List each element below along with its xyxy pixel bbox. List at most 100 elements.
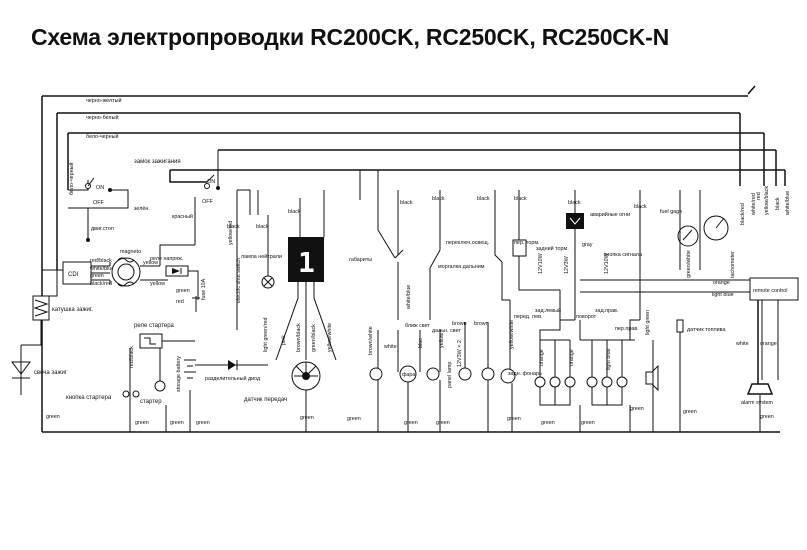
rear-lamp-icon [500,368,516,384]
wire-label-white-2: white [735,341,749,347]
wire-label-red-black-relay: red/black [129,346,135,368]
ground-label-green-3: green [170,420,184,426]
low-beam-label: ближ свет [405,323,430,329]
separating-diode: разделительный диод [195,360,268,382]
brake-lights: brown brown yellow/white 12V3W × 2 panel… [447,300,542,388]
turn-lamp-rear-left-icon [549,376,561,388]
spark-plug-label: свеча зажиг [34,370,68,376]
panel-lamp-2-icon [481,367,495,381]
remote-control-box: remote control white orange [735,277,799,380]
rear-right-label: зад.прав. [595,308,618,314]
wire-label-black-4: black [400,200,413,206]
dimensions-label: габариты [349,257,372,263]
brake-switches: пер. торм. задний торм. black 12V10W 12V… [512,190,610,274]
separating-diode-label: разделительный диод [205,375,261,382]
starter-button: кнопка стартера [66,390,140,401]
cdi-unit: CDI red/black white/blue green black/red [62,258,114,287]
wire-label-pink: pink [281,335,287,345]
horn-button: кнопка сигнала black light green [604,190,659,395]
turns-label: поворот [576,314,597,320]
neutral-lamp: лампа нейтрали black [241,215,282,289]
wire-label-white-red: white/red [751,193,757,216]
engine-stop-label: двиг.стоп [91,226,114,232]
front-left-label: перед. лев. [514,314,542,320]
instrument-wires: black/red white/red red yellow/black bla… [580,186,791,298]
electric-shut-switch-label: electric shut switch [236,258,242,303]
wire-label-yellow-light: yellow [439,333,445,348]
rating-12v10w-1: 12V10W [538,252,544,274]
wire-label-black-1: black [227,224,240,230]
panel-lamp-label: panel lamp [447,362,453,388]
wire-label-white-blue: white/blue [89,266,114,272]
ground-label-green-6: green [507,416,521,422]
wire-label-green-cdi: green [90,273,104,279]
magneto: magneto yellow [111,249,168,287]
wire-label-yellow-white-2: yellow/white [509,320,515,349]
wire-label-green-black: green/black [311,324,317,352]
fuel-sensor-label: датчик топлива [687,327,725,333]
wire-label-yellow-black: yellow/black [764,186,770,215]
rear-left-label: зад.левый [535,307,561,314]
high-beam-toggle-label: переключ.освещ. [446,240,489,246]
wire-label-green-ru: зелён. [134,206,150,212]
alarm-system: alarm system [741,300,774,406]
ground-label-green-7: green [581,420,595,426]
panel-lamp-icon [458,367,472,381]
gear-display: 1 black [275,198,337,361]
front-brake-label: пер. торм. [514,240,540,246]
storage-battery-label: storage battery [176,356,182,392]
wire-label-orange-3: orange [713,280,730,286]
wire-label-brown-1: brown [452,321,467,327]
tachometer: tachometer [703,215,736,278]
wire-label-blue: blue [418,338,424,348]
spark-plug: свеча зажиг [11,345,68,395]
wire-label-brown-2: brown [474,321,489,327]
neutral-lamp-label: лампа нейтрали [241,253,282,260]
wire-label-black-7: black [514,196,527,202]
wire-label-black-red-2: black/red [740,203,746,225]
wire-label-light-blue-turn: light blue [606,348,612,370]
wire-label-brown-white: brown/white [368,326,374,355]
ground-label-green-8: green [630,406,644,412]
wire-label-black-red: black/red [90,281,112,287]
engine-stop-switch: бело-черный ON OFF двиг.стоп зелён. [68,162,150,242]
fuel-gauge: fuel gage green/white [660,209,699,278]
hazard-switch: аварийные огни black gray [566,190,630,320]
wire-label-black-10: black [775,197,781,210]
diagram-title: Схема электропроводки RC200CK, RC250CK, … [31,24,669,50]
high-beam-label: дальн. свет [432,328,461,334]
turn-lamp-front-right-icon [616,376,628,388]
ground-label-green-11: green [196,420,210,426]
wire-label-gray: gray [582,242,593,248]
ground-label-green-4: green [347,416,361,422]
starter-label: стартер [140,399,162,405]
rating-12v3w-x2: 12V3W × 2 [457,340,463,367]
ground-label-green-2: green [135,420,149,426]
ground-label-green-10: green [760,414,774,420]
high-beam-toggle: переключ.освещ. моргалка дальним black b… [429,190,503,320]
wire-label-orange-1: orange [539,349,545,366]
wire-label-brown-black: brown/black [296,323,302,352]
wire-label-black-8: black [568,200,581,206]
wire-label-yellow-red: yellow/red [228,221,234,245]
parking-lamp-icon [369,367,383,381]
ignition-off-label: OFF [202,199,213,205]
wire-label-white-black: бело-черный [86,133,119,140]
voltage-regulator: реле напряж. yellow green red fuse 10A [150,256,207,312]
storage-battery: storage battery [176,356,196,392]
fuel-gage-label: fuel gage [660,209,682,215]
electric-shut-switch: electric shut switch yellow/red black [227,190,242,330]
voltage-regulator-label: реле напряж. [150,256,183,262]
ignition-coil: катушка зажиг. [32,295,93,321]
ground-bus: green green green green green green gree… [42,332,780,433]
horn-button-label: кнопка сигнала [604,252,642,258]
misc-wires [21,170,640,346]
wire-label-black-yellow: черно-желтый [86,97,122,104]
ignition-coil-label: катушка зажиг. [52,307,93,313]
wire-label-red-black: red/black [90,258,112,264]
wire-label-red-ru: красный [172,213,193,220]
turn-lamp-indicator-right-icon [586,376,598,388]
front-right-label: пер.прав. [615,326,639,332]
wire-label-yellow-reg: yellow [150,281,165,287]
wire-label-light-green: light green [645,310,651,335]
